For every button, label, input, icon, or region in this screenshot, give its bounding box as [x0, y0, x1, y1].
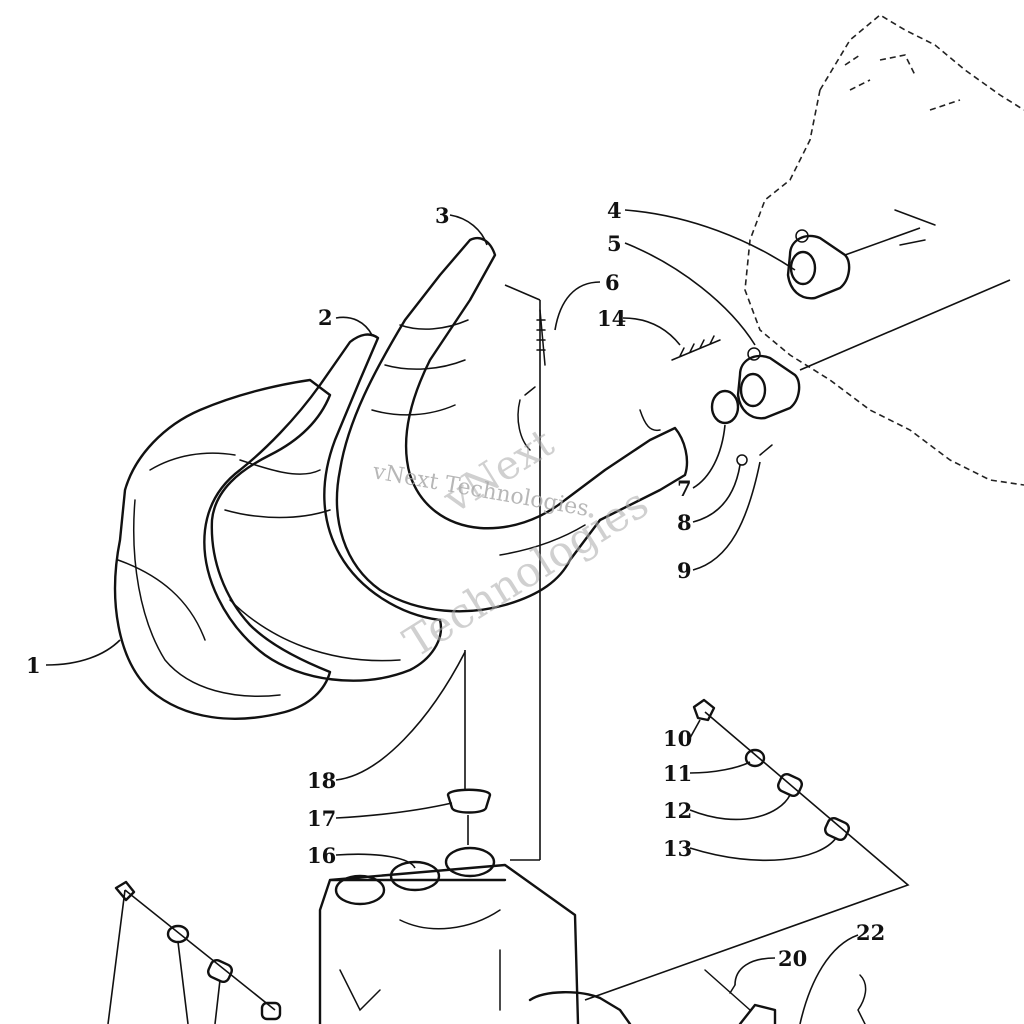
callout-1: 1 [26, 653, 41, 678]
head-pipe-part-3 [335, 236, 689, 613]
callout-13: 13 [663, 836, 692, 861]
gasket-part-7 [710, 389, 740, 425]
muffler-part-1 [113, 378, 332, 720]
leader-lines [45, 209, 859, 1024]
callout-8: 8 [677, 510, 692, 535]
callout-17: 17 [307, 806, 336, 831]
callout-16: 16 [307, 843, 336, 868]
watermark: vNext Technologies vNext Technologies [370, 420, 657, 667]
callout-12: 12 [663, 798, 692, 823]
callout-22: 22 [856, 920, 885, 945]
flange-part-5 [736, 347, 801, 420]
callout-10: 10 [663, 726, 692, 751]
callout-5: 5 [607, 231, 622, 256]
callout-2: 2 [318, 305, 333, 330]
springs [517, 309, 721, 451]
callout-4: 4 [607, 198, 622, 223]
airbox-part-16 [318, 846, 580, 1024]
bolt-part-9 [759, 444, 773, 456]
expansion-chamber-part-2 [203, 333, 443, 682]
callout-3: 3 [435, 203, 450, 228]
nut-part-8 [736, 454, 748, 466]
bracket-bottom [528, 969, 867, 1024]
engine-outline [744, 14, 1024, 486]
hardware-stack-right [692, 698, 850, 842]
flange-part-4 [786, 229, 851, 300]
callout-6: 6 [605, 270, 620, 295]
callout-11: 11 [663, 761, 692, 786]
callout-20: 20 [778, 946, 807, 971]
callout-7: 7 [677, 476, 692, 501]
callout-18: 18 [307, 768, 336, 793]
grommet-part-17 [446, 788, 492, 814]
center-lines [124, 227, 1011, 1011]
callout-9: 9 [677, 558, 692, 583]
callout-14: 14 [597, 306, 626, 331]
